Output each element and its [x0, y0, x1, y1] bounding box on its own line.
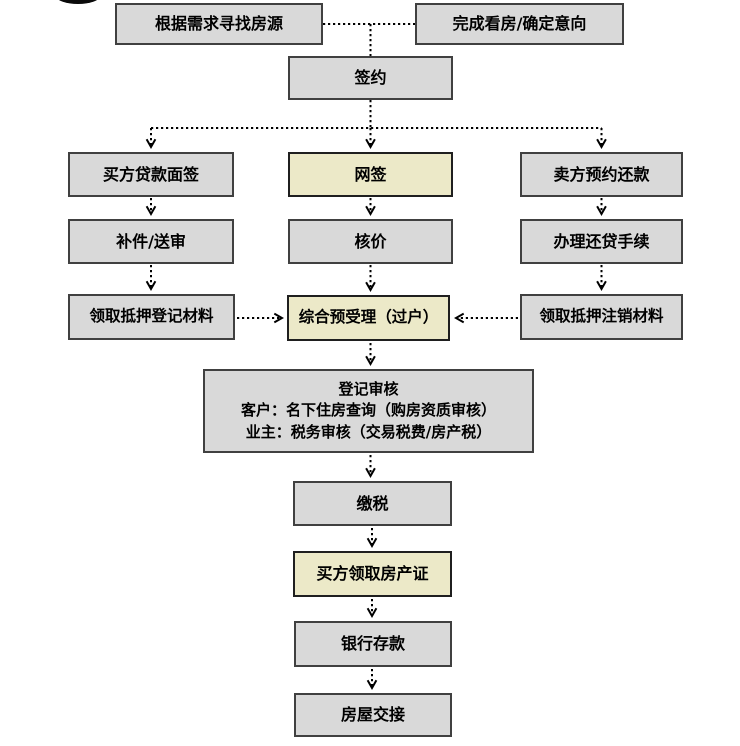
- node-seller-repay-appointment: 卖方预约还款: [520, 152, 683, 197]
- node-buyer-loan-interview: 买方贷款面签: [68, 152, 234, 197]
- node-house-handover-label: 房屋交接: [340, 705, 405, 724]
- node-buyer-get-certificate: 买方领取房产证: [293, 551, 452, 597]
- node-confirm-intent-label: 完成看房/确定意向: [452, 14, 587, 33]
- node-find-house: 根据需求寻找房源: [115, 3, 323, 45]
- node-mortgage-cancel-materials: 领取抵押注销材料: [520, 294, 683, 340]
- node-loan-repay-procedure: 办理还贷手续: [520, 219, 683, 264]
- node-confirm-intent: 完成看房/确定意向: [415, 3, 624, 45]
- node-bank-deposit-label: 银行存款: [340, 634, 405, 653]
- node-registration-review-title: 登记审核: [338, 380, 399, 399]
- node-mortgage-reg-materials-label: 领取抵押登记材料: [89, 307, 214, 326]
- node-registration-review-customer-line: 客户：名下住房查询（购房资质审核）: [240, 401, 496, 420]
- node-supplement-review-label: 补件/送审: [116, 231, 186, 251]
- node-price-check: 核价: [288, 219, 453, 264]
- node-bank-deposit: 银行存款: [294, 621, 452, 667]
- node-pay-tax-label: 缴税: [356, 493, 389, 513]
- node-sign-contract-label: 签约: [354, 68, 387, 87]
- node-comprehensive-pre-acceptance-label: 综合预受理（过户）: [298, 308, 439, 327]
- node-price-check-label: 核价: [354, 231, 387, 251]
- node-pay-tax: 缴税: [293, 481, 452, 526]
- node-find-house-label: 根据需求寻找房源: [154, 14, 283, 33]
- node-mortgage-cancel-materials-label: 领取抵押注销材料: [539, 307, 664, 326]
- partial-circle-decoration: [56, 0, 100, 4]
- node-online-sign-label: 网签: [354, 164, 387, 184]
- node-mortgage-reg-materials: 领取抵押登记材料: [68, 294, 235, 340]
- node-buyer-get-certificate-label: 买方领取房产证: [316, 564, 429, 583]
- node-house-handover: 房屋交接: [294, 693, 452, 737]
- node-comprehensive-pre-acceptance: 综合预受理（过户）: [287, 295, 450, 341]
- node-supplement-review: 补件/送审: [68, 219, 234, 264]
- node-buyer-loan-interview-label: 买方贷款面签: [102, 164, 199, 184]
- node-loan-repay-procedure-label: 办理还贷手续: [553, 231, 650, 251]
- node-sign-contract: 签约: [288, 56, 453, 100]
- node-seller-repay-appointment-label: 卖方预约还款: [553, 164, 650, 184]
- node-registration-review: 登记审核 客户：名下住房查询（购房资质审核） 业主：税务审核（交易税费/房产税）: [203, 369, 534, 453]
- node-online-sign: 网签: [288, 152, 453, 197]
- node-registration-review-owner-line: 业主：税务审核（交易税费/房产税）: [245, 422, 492, 441]
